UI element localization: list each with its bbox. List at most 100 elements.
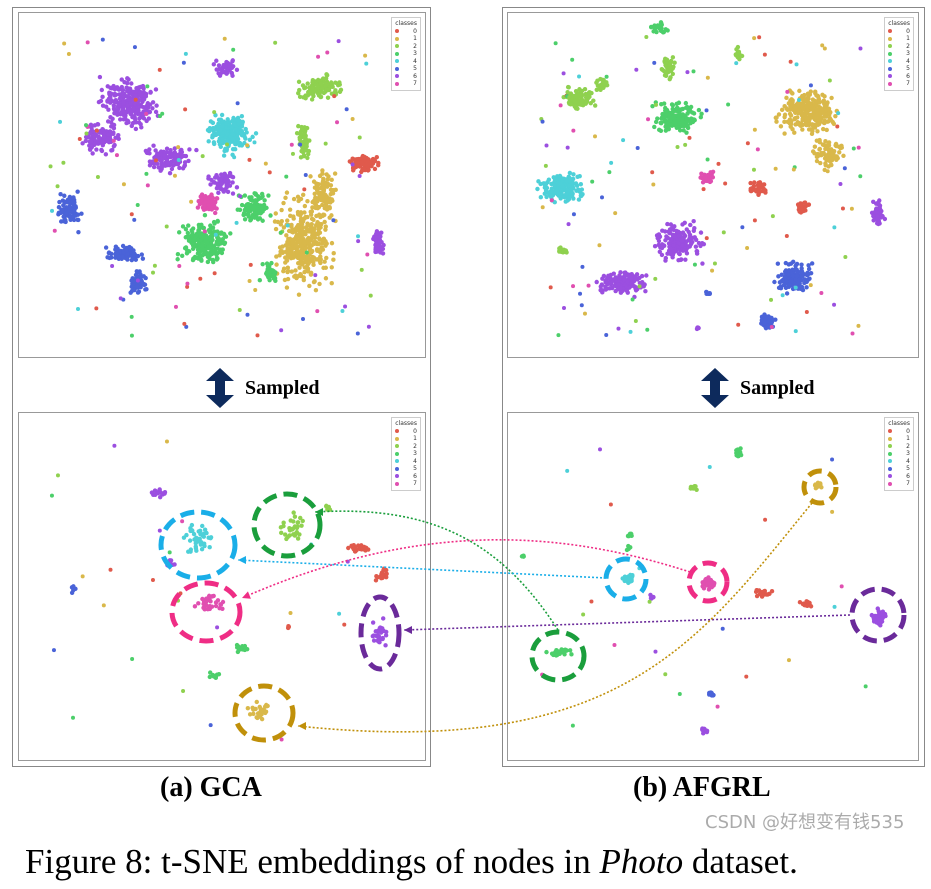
point-class-6 xyxy=(153,148,158,153)
point-class-1 xyxy=(332,171,338,176)
point-class-3 xyxy=(677,128,683,133)
point-class-7 xyxy=(144,111,149,116)
point-class-1 xyxy=(800,117,805,123)
point-class-1 xyxy=(834,157,839,163)
point-class-6 xyxy=(633,274,638,279)
point-class-6 xyxy=(119,84,125,90)
point-class-5 xyxy=(794,274,800,279)
point-class-4 xyxy=(236,121,241,127)
point-class-2 xyxy=(664,57,670,62)
legend-label: 4 xyxy=(906,57,910,65)
point-class-1 xyxy=(189,199,194,204)
point-class-2 xyxy=(672,60,677,65)
point-class-5 xyxy=(635,146,640,151)
point-class-1 xyxy=(814,154,820,160)
point-class-0 xyxy=(198,276,203,281)
legend-marker xyxy=(395,36,400,41)
point-class-3 xyxy=(581,656,586,661)
point-class-7 xyxy=(196,601,201,606)
point-class-2 xyxy=(55,184,60,189)
legend-label: 5 xyxy=(413,65,417,72)
point-class-3 xyxy=(666,112,671,117)
point-class-1 xyxy=(296,228,301,234)
point-class-6 xyxy=(561,71,566,76)
point-class-5 xyxy=(75,212,81,217)
legend-marker xyxy=(395,81,400,86)
point-class-0 xyxy=(650,170,655,175)
point-class-6 xyxy=(168,558,174,563)
point-class-2 xyxy=(305,155,310,161)
point-class-3 xyxy=(264,205,269,211)
point-class-3 xyxy=(689,116,694,121)
point-class-2 xyxy=(299,148,304,154)
point-class-1 xyxy=(303,231,308,237)
point-class-0 xyxy=(762,588,768,594)
point-class-3 xyxy=(129,314,134,319)
point-class-1 xyxy=(800,127,805,132)
point-class-6 xyxy=(685,244,691,250)
point-class-6 xyxy=(111,106,117,112)
point-class-6 xyxy=(617,286,623,291)
point-class-1 xyxy=(329,188,335,193)
point-class-6 xyxy=(110,264,115,269)
point-class-6 xyxy=(83,134,89,140)
point-class-1 xyxy=(807,92,813,97)
point-class-6 xyxy=(687,235,693,240)
point-class-5 xyxy=(786,262,791,267)
point-class-5 xyxy=(782,274,788,280)
legend-label: 6 xyxy=(413,72,417,80)
point-class-5 xyxy=(63,219,68,225)
point-class-5 xyxy=(143,287,148,292)
point-class-2 xyxy=(688,486,693,491)
point-class-0 xyxy=(795,202,801,207)
point-class-2 xyxy=(292,514,298,519)
point-class-2 xyxy=(290,527,295,532)
point-class-6 xyxy=(101,134,107,139)
point-class-1 xyxy=(814,107,820,112)
point-class-7 xyxy=(540,672,545,677)
point-class-6 xyxy=(126,88,131,93)
point-class-6 xyxy=(115,107,120,113)
point-class-5 xyxy=(71,195,76,200)
point-class-1 xyxy=(257,704,262,710)
point-class-0 xyxy=(761,182,767,187)
point-class-1 xyxy=(291,196,297,202)
point-class-3 xyxy=(242,193,248,198)
point-class-3 xyxy=(242,647,247,653)
point-class-6 xyxy=(90,151,95,156)
point-class-0 xyxy=(332,94,337,99)
point-class-6 xyxy=(133,93,138,99)
point-class-3 xyxy=(211,249,216,255)
point-class-1 xyxy=(303,259,309,264)
point-class-2 xyxy=(293,531,298,536)
point-class-4 xyxy=(552,183,557,189)
point-class-3 xyxy=(685,123,690,128)
legend-label: 3 xyxy=(906,450,910,457)
point-class-4 xyxy=(832,604,837,609)
point-class-6 xyxy=(617,276,622,281)
point-class-2 xyxy=(152,263,157,268)
point-class-7 xyxy=(202,229,207,234)
point-class-3 xyxy=(231,47,236,52)
point-class-3 xyxy=(197,252,203,257)
point-class-6 xyxy=(88,122,94,128)
point-class-4 xyxy=(836,111,841,116)
point-class-5 xyxy=(808,83,813,88)
point-class-6 xyxy=(632,284,637,289)
point-class-1 xyxy=(290,227,295,233)
point-class-3 xyxy=(183,227,189,232)
point-class-3 xyxy=(241,210,247,216)
point-class-1 xyxy=(281,200,286,206)
point-class-6 xyxy=(615,282,621,288)
point-class-6 xyxy=(629,280,634,286)
point-class-6 xyxy=(211,62,217,67)
point-class-4 xyxy=(191,531,197,537)
point-class-1 xyxy=(582,311,587,316)
point-class-6 xyxy=(109,148,114,153)
legend-label: 0 xyxy=(906,27,910,35)
point-class-6 xyxy=(657,249,663,254)
point-class-1 xyxy=(841,153,846,159)
point-class-6 xyxy=(873,209,878,214)
point-class-6 xyxy=(218,177,224,183)
point-class-1 xyxy=(308,272,314,277)
